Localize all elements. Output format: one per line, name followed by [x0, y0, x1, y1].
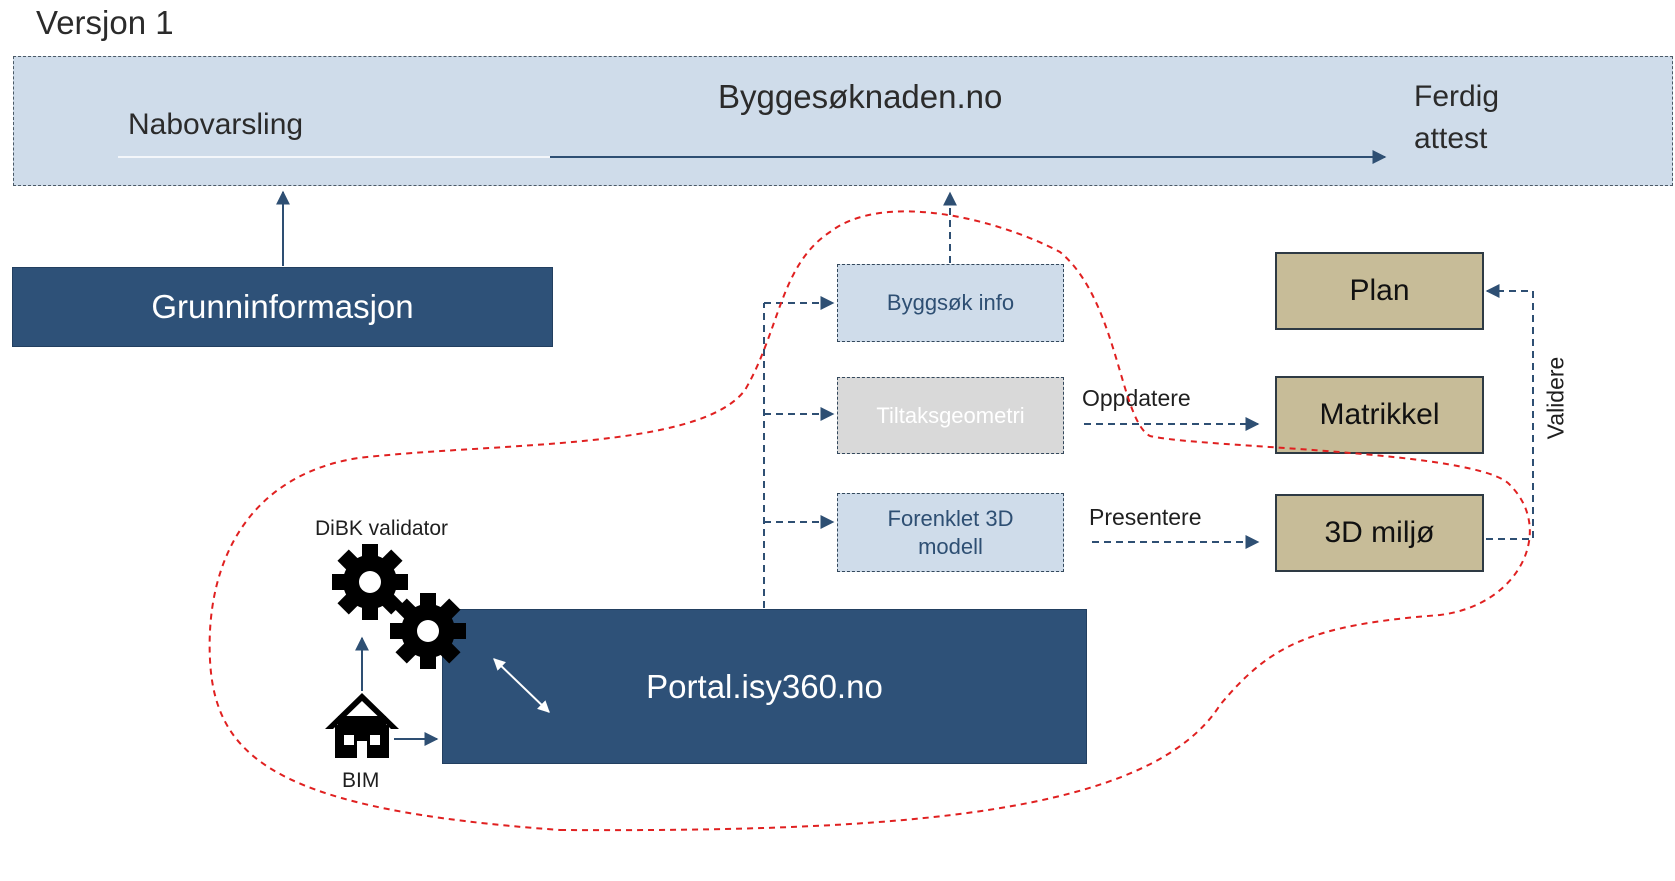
forenklet-line1: Forenklet 3D	[887, 505, 1014, 531]
ferdig-attest-label-line1: Ferdig	[1414, 80, 1500, 113]
validere-arrow	[1485, 284, 1534, 540]
tiltaksgeometri-box: Tiltaksgeometri	[837, 377, 1064, 454]
3d-miljo-box: 3D miljø	[1275, 494, 1484, 572]
house-icon	[325, 693, 399, 758]
forenklet-3d-modell-box: Forenklet 3D modell	[837, 493, 1064, 572]
gear-icon	[332, 544, 408, 620]
grunninformasjon-box: Grunninformasjon	[12, 267, 553, 347]
bim-label: BIM	[342, 769, 380, 792]
matrikkel-box: Matrikkel	[1275, 376, 1484, 454]
plan-box: Plan	[1275, 252, 1484, 330]
ferdig-attest-label-line2: attest	[1414, 122, 1488, 155]
portal-box: Portal.isy360.no	[442, 609, 1087, 764]
forenklet-line2: modell	[918, 533, 983, 559]
byggsok-info-box: Byggsøk info	[837, 264, 1064, 342]
dibk-validator-label: DiBK validator	[315, 517, 449, 540]
byggesoknaden-band	[13, 56, 1673, 186]
validere-label: Validere	[1542, 356, 1569, 440]
oppdatere-label: Oppdatere	[1082, 385, 1191, 411]
nabovarsling-label: Nabovarsling	[128, 108, 304, 141]
presentere-label: Presentere	[1089, 504, 1202, 530]
byggesoknaden-label: Byggesøknaden.no	[718, 78, 1003, 115]
diagram-title: Versjon 1	[36, 4, 174, 41]
